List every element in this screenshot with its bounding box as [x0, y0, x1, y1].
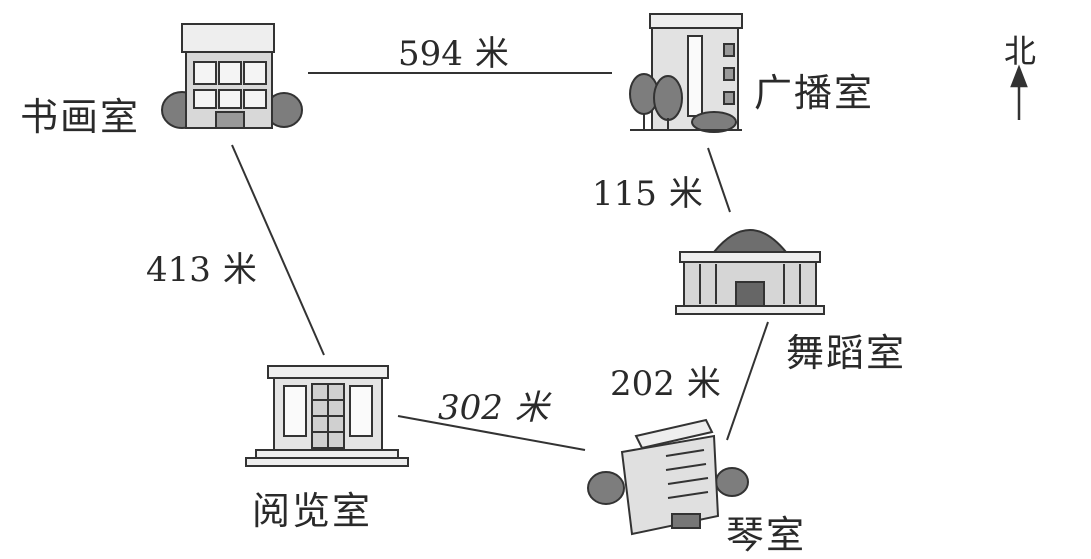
north-arrow-icon: [1010, 64, 1028, 120]
label-shuhua: 书画室: [20, 95, 141, 139]
distance-wudao-qin: 202 米: [610, 356, 721, 405]
distance-unit: 米: [514, 388, 549, 428]
distance-value: 115: [592, 174, 657, 214]
path-guangbo-wudao: [707, 147, 731, 213]
label-wudao: 舞蹈室: [786, 331, 907, 375]
north-label: 北: [1003, 32, 1036, 70]
qin-building-icon: [587, 418, 749, 536]
shuhua-building-icon: [161, 23, 303, 129]
distance-guangbo-wudao: 115 米: [592, 166, 703, 215]
distance-unit: 米: [474, 34, 509, 74]
compass: 北: [1000, 26, 1040, 72]
distance-value: 202: [610, 364, 675, 404]
distance-shuhua-guangbo: 594 米: [398, 26, 509, 75]
distance-value: 413: [146, 250, 211, 290]
label-qin: 琴室: [726, 513, 807, 557]
distance-value: 594: [398, 34, 463, 74]
wudao-building-icon: [675, 229, 825, 315]
guangbo-building-icon: [629, 13, 743, 133]
distance-unit: 米: [222, 250, 257, 290]
path-shuhua-yuelan: [231, 144, 325, 356]
label-guangbo: 广播室: [754, 71, 875, 115]
path-wudao-qin: [726, 321, 769, 441]
distance-yuelan-qin: 302 米: [438, 380, 549, 429]
path-yuelan-qin: [397, 415, 586, 451]
distance-unit: 米: [668, 174, 703, 214]
distance-shuhua-yuelan: 413 米: [146, 242, 257, 291]
yuelan-building-icon: [245, 365, 409, 467]
label-yuelan: 阅览室: [252, 489, 373, 533]
distance-value: 302: [438, 388, 503, 428]
distance-unit: 米: [686, 364, 721, 404]
